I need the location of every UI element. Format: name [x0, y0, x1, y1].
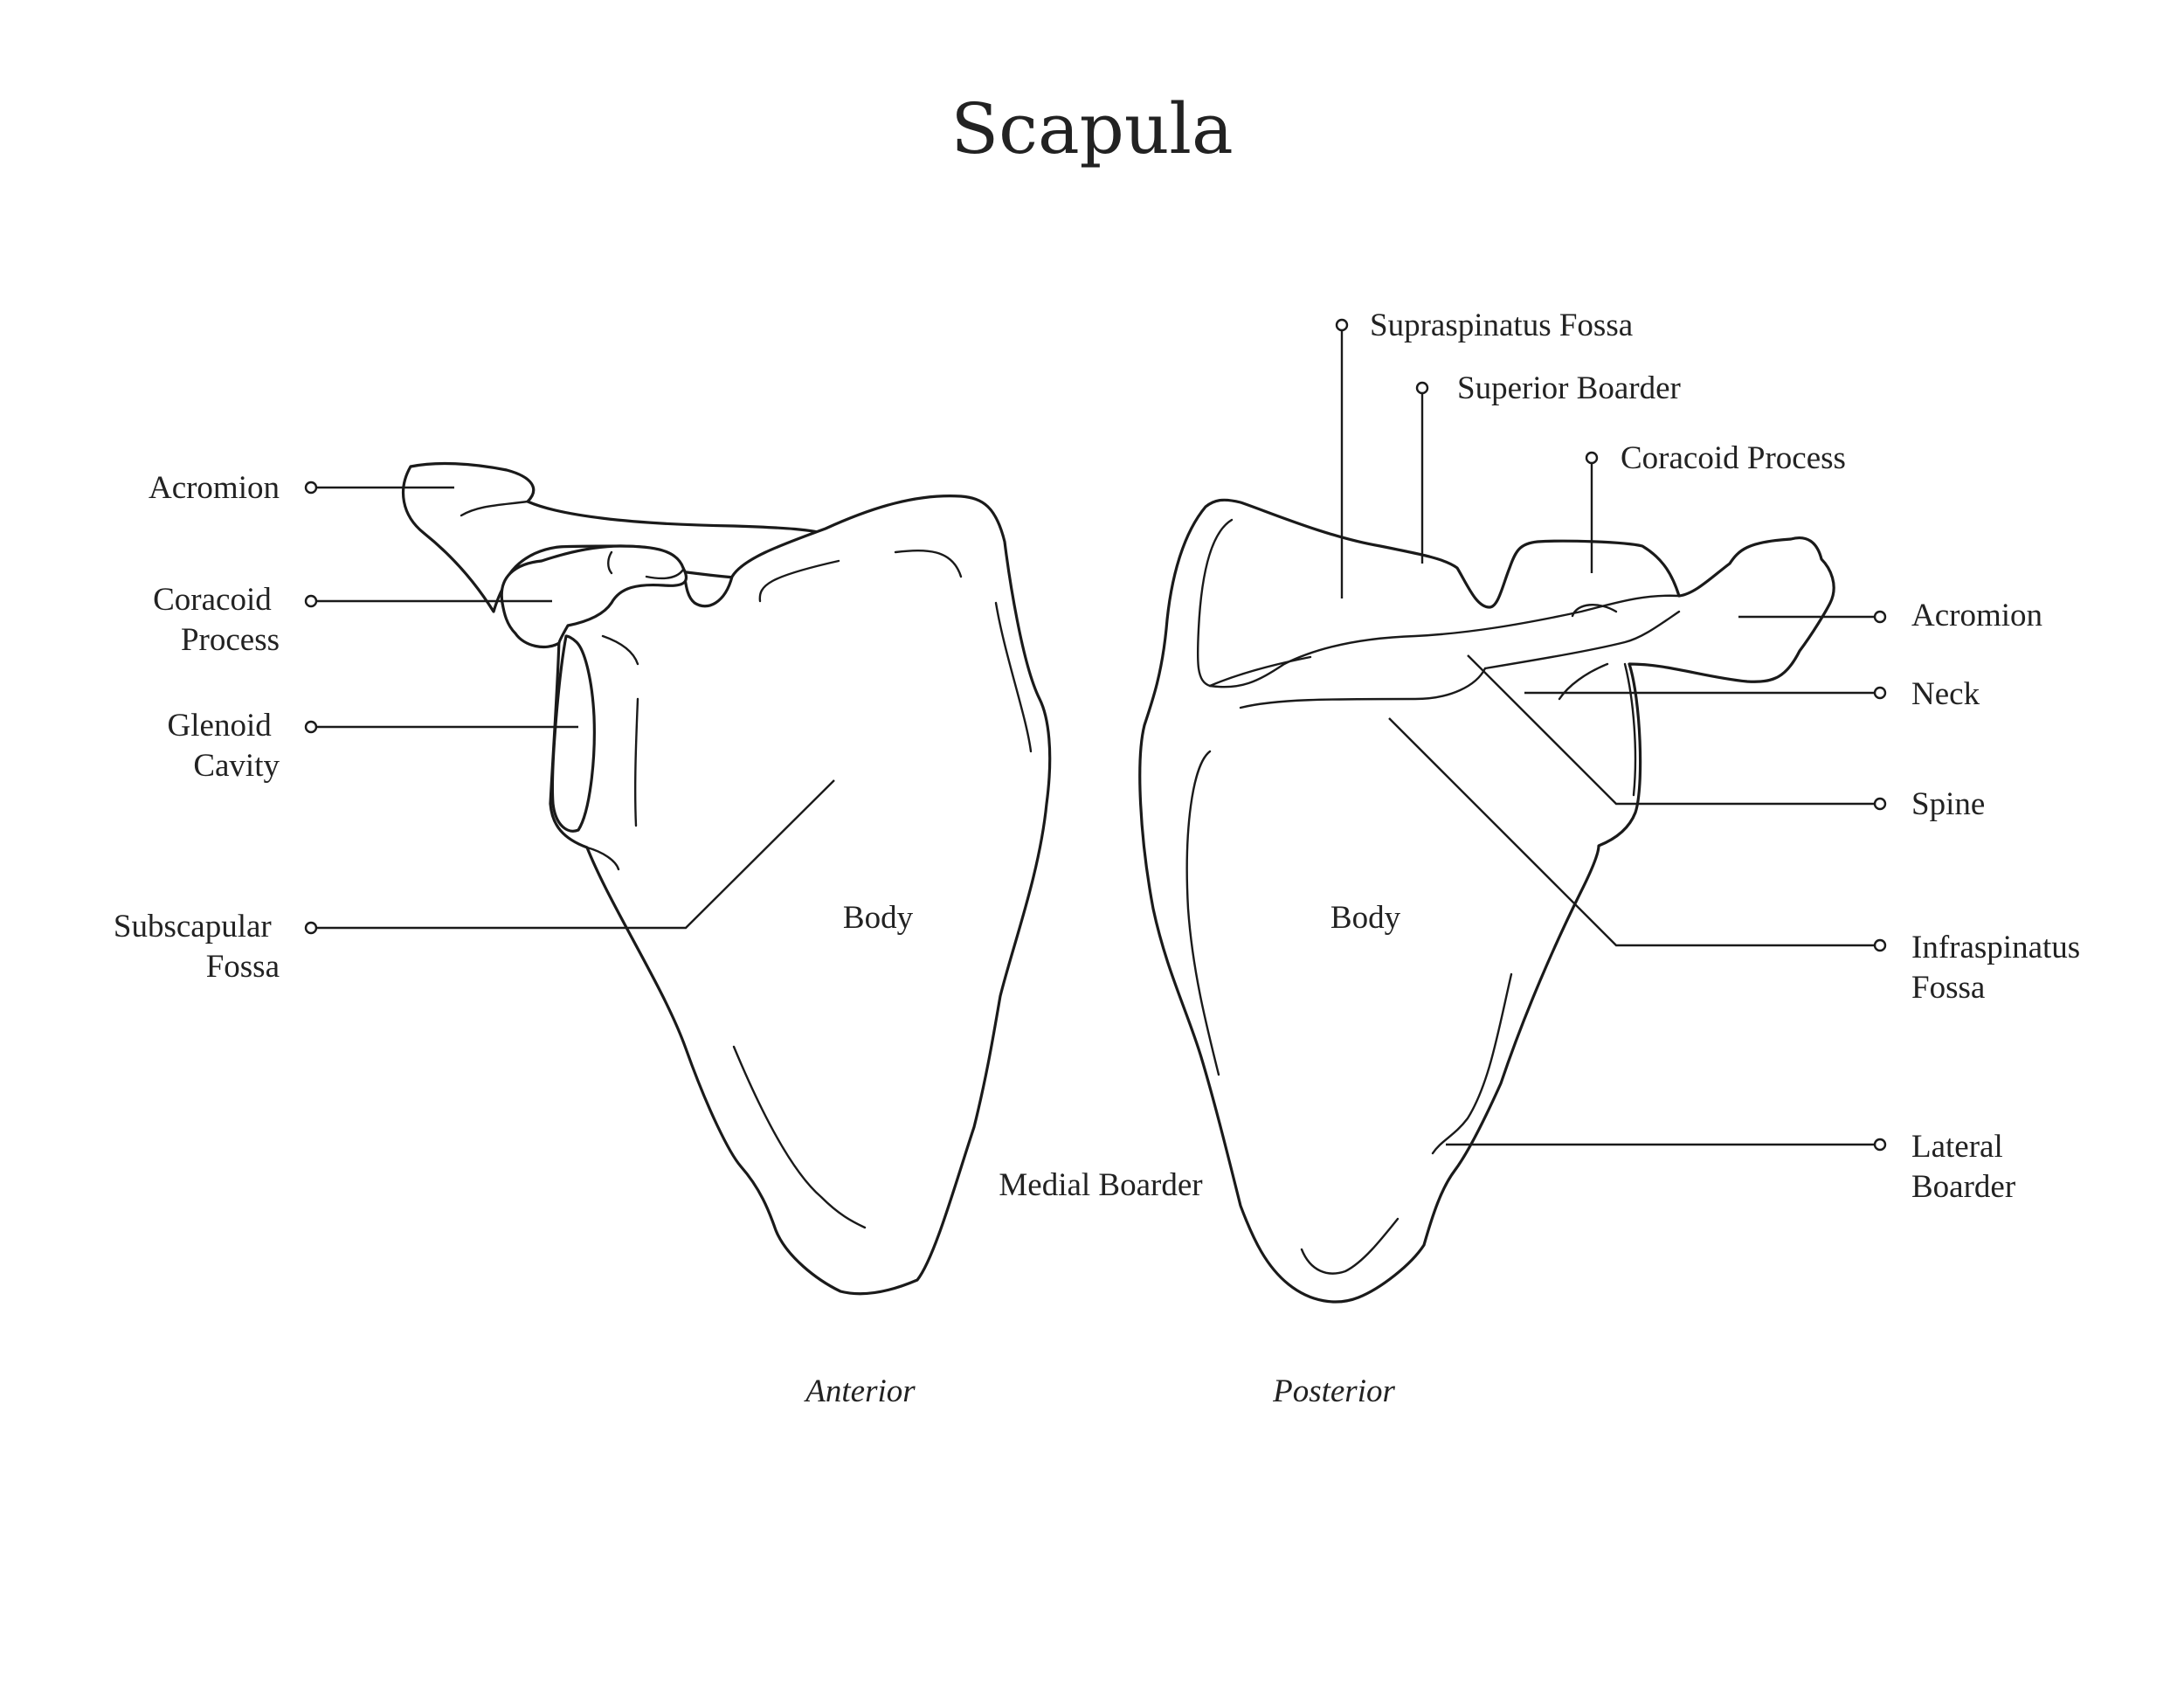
posterior-infraspinatus-outline [1185, 750, 1220, 1076]
posterior-spine-lower-edge [1239, 667, 1487, 709]
anterior-coracoid-detail [607, 550, 613, 575]
spine-pin [1873, 797, 1887, 811]
anterior-glenoid-edge [601, 634, 639, 666]
posterior-body-label: Body [1330, 900, 1401, 936]
posterior-supraspinatus-outline [1196, 518, 1681, 688]
anterior-view-caption: Anterior [803, 1373, 916, 1409]
spine-label: Spine [1911, 786, 1985, 822]
superior-border-pin [1415, 381, 1429, 395]
anterior-neck-line [633, 697, 639, 827]
posterior-leaders [1335, 318, 1887, 1152]
anterior-lower-edge [585, 846, 620, 871]
lateral-border-label: Lateral Boarder [1911, 1129, 2015, 1205]
posterior-coracoid-hook [1571, 604, 1618, 618]
anterior-acromion-label: Acromion [149, 470, 280, 506]
anterior-subscapular-pin [304, 921, 318, 935]
lateral-border-pin [1873, 1138, 1887, 1152]
anterior-coracoid-detail-2 [645, 568, 685, 580]
supraspinatus-label: Supraspinatus Fossa [1370, 308, 1633, 343]
posterior-coracoid-pin [1585, 451, 1599, 465]
posterior-spine-upper [1483, 610, 1681, 670]
anterior-lateral-inner-line [994, 601, 1033, 753]
posterior-inferior-inner-line [1300, 1217, 1400, 1275]
infraspinatus-leader [1388, 717, 1875, 947]
anterior-body-label: Body [843, 900, 914, 936]
anterior-acromion-pin [304, 481, 318, 495]
posterior-acromion-label: Acromion [1911, 598, 2042, 633]
anterior-glenoid-label: Glenoid Cavity [168, 708, 280, 784]
neck-label: Neck [1911, 676, 1980, 712]
anterior-glenoid-pin [304, 720, 318, 734]
anterior-coracoid-pin [304, 594, 318, 608]
anterior-subscapular-leader [316, 779, 835, 930]
posterior-acromion-pin [1873, 610, 1887, 624]
anterior-subscapular-label: Subscapular Fossa [114, 909, 280, 985]
diagram-title: Scapula [950, 88, 1233, 169]
supraspinatus-pin [1335, 318, 1349, 332]
anterior-leaders [304, 481, 835, 935]
spine-leader [1467, 654, 1875, 806]
infraspinatus-label: Infraspinatus Fossa [1911, 930, 2088, 1006]
neck-pin [1873, 686, 1887, 700]
anterior-superior-detail [758, 559, 840, 603]
anterior-coracoid-shape [500, 544, 688, 649]
superior-border-label: Superior Boarder [1457, 370, 1681, 406]
posterior-neck-curve [1558, 662, 1609, 701]
infraspinatus-pin [1873, 938, 1887, 952]
posterior-view-caption: Posterior [1272, 1373, 1395, 1409]
posterior-lateral-inner-line [1431, 972, 1513, 1155]
anterior-scapula-drawing [402, 461, 1052, 1296]
posterior-body-shape [1138, 498, 1835, 1304]
anterior-coracoid-label: Coracoid Process [153, 582, 280, 658]
medial-border-label: Medial Boarder [999, 1167, 1202, 1203]
anterior-superior-detail-2 [894, 550, 963, 578]
anterior-acromion-detail [460, 500, 529, 517]
posterior-coracoid-label: Coracoid Process [1621, 440, 1846, 476]
anterior-glenoid-shape [550, 634, 596, 833]
posterior-scapula-drawing [1138, 498, 1835, 1304]
anterior-lower-inner-line [732, 1045, 867, 1229]
posterior-spine-ridge [1208, 655, 1312, 688]
posterior-glenoid-edge [1623, 662, 1637, 797]
